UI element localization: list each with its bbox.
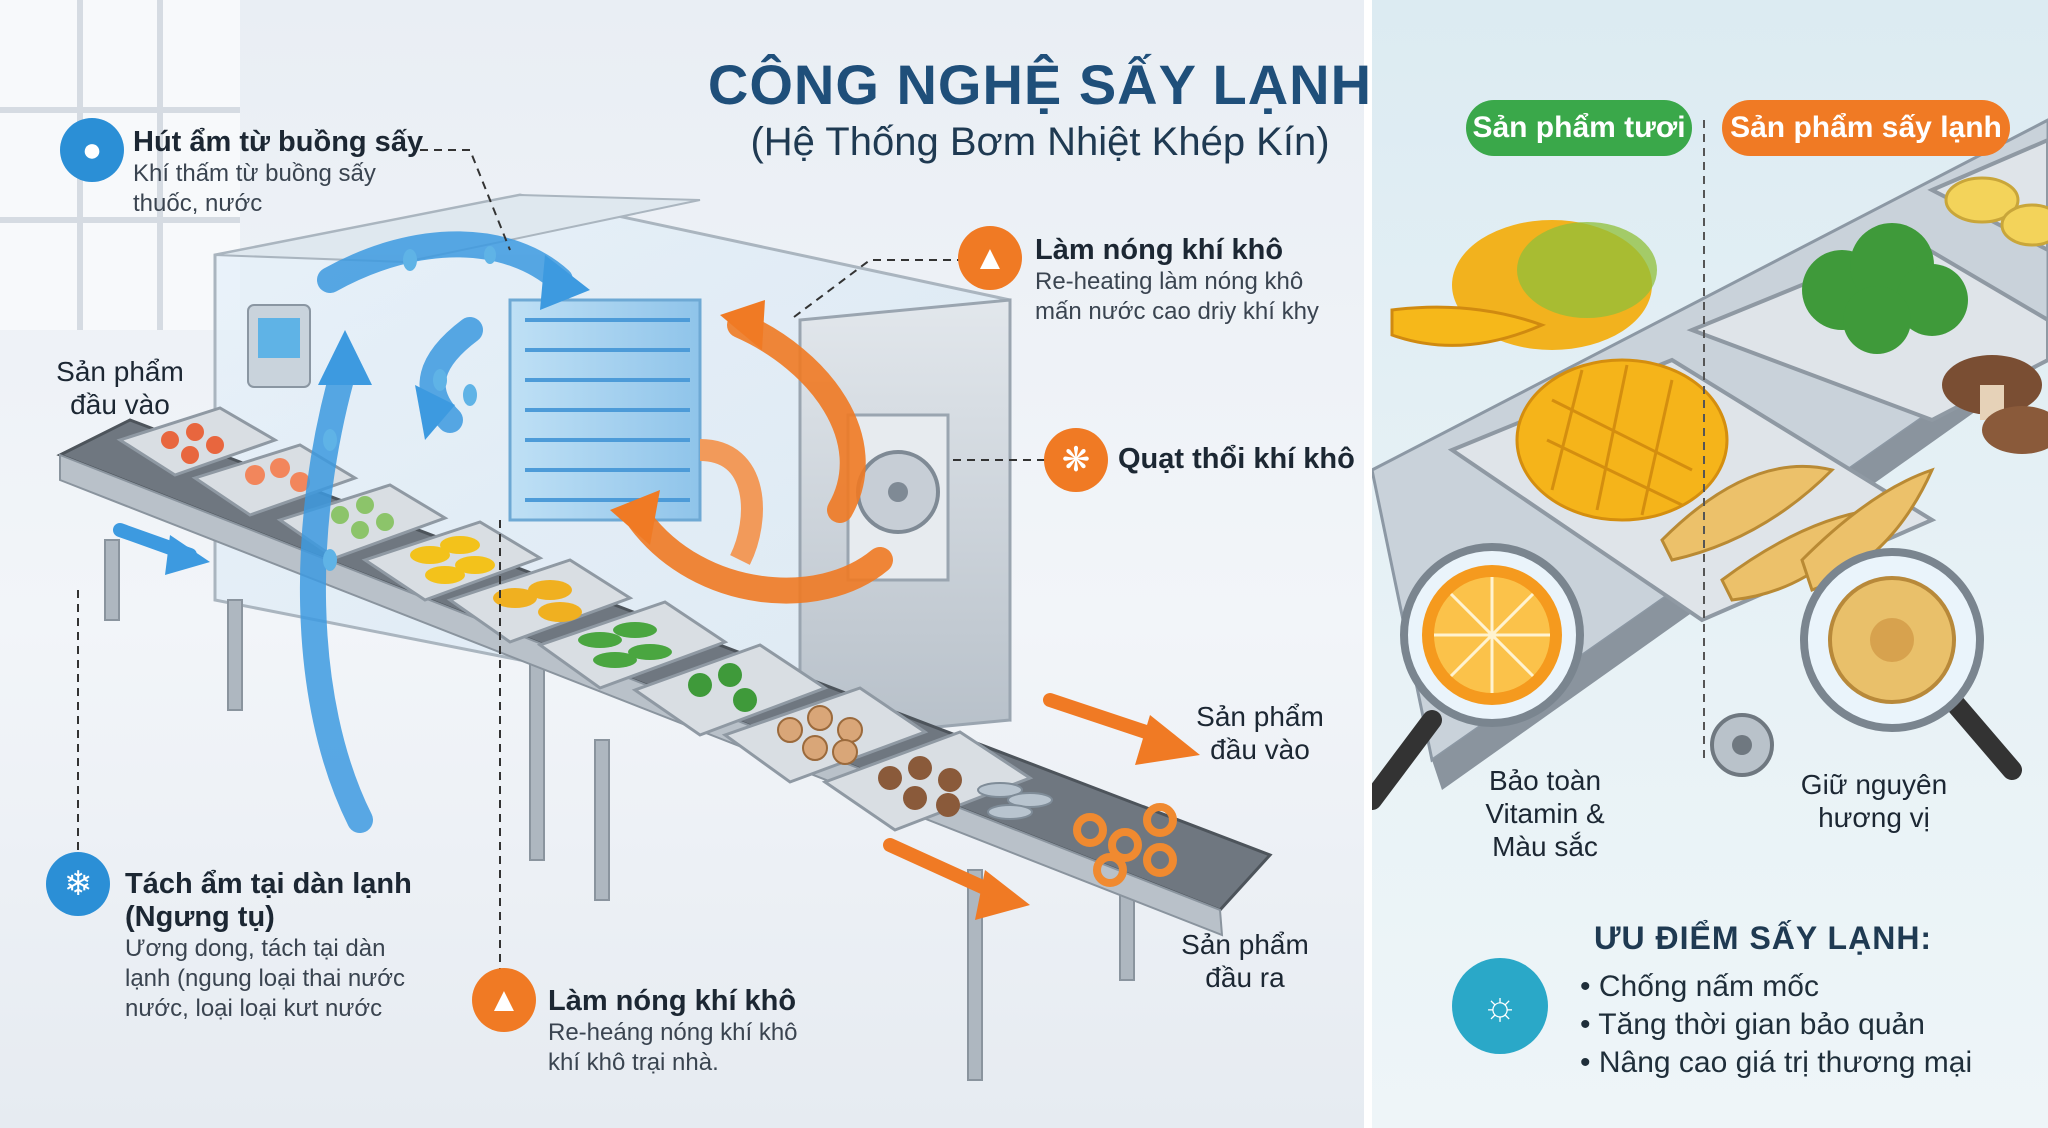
fan-icon: ❋ — [1044, 428, 1108, 492]
callout-reheat-top: Làm nóng khí khô Re-heating làm nóng khô… — [1035, 234, 1319, 327]
label-line: Vitamin & — [1485, 798, 1605, 829]
advantage-item: Tăng thời gian bảo quản — [1580, 1006, 1972, 1044]
panel-divider — [1364, 0, 1372, 1128]
hot-air-flow — [627, 312, 893, 604]
page-subtitle: (Hệ Thống Bơm Nhiệt Khép Kín) — [750, 120, 1330, 164]
callout-heading: Tách ẩm tại dàn lạnh — [125, 868, 412, 900]
label-input-right: Sản phẩm đầu vào — [1180, 700, 1340, 766]
callout-line: mấn nước cao driy khí khy — [1035, 298, 1319, 325]
callout-heading: Làm nóng khí khô — [548, 985, 797, 1017]
pill-dried: Sản phẩm sấy lạnh — [1722, 100, 2010, 156]
product-illustration — [1372, 118, 2048, 810]
callout-fan: Quạt thổi khí khô — [1118, 443, 1355, 476]
advantages-title: ƯU ĐIỂM SẤY LẠNH: — [1594, 920, 1933, 956]
label-line: đầu vào — [1210, 734, 1310, 765]
callout-heading: Hút ẩm từ buồng sấy — [133, 126, 424, 158]
water-drop-icon: ● — [60, 118, 124, 182]
advantage-item: Chống nấm mốc — [1580, 968, 1972, 1006]
mushrooms — [1942, 355, 2048, 454]
callout-heading-sub: (Ngưng tụ) — [125, 901, 275, 933]
banana-slices — [1944, 176, 2048, 247]
snowflake-icon: ❄ — [46, 852, 110, 916]
label-line: Giữ nguyên — [1800, 769, 1948, 800]
callout-heading: Quạt thổi khí khô — [1118, 443, 1355, 475]
magnifier-dried — [1800, 548, 2022, 780]
cubed-mango — [1515, 358, 1729, 522]
label-input-left: Sản phẩm đầu vào — [40, 355, 200, 421]
callout-line: Khí thấm từ buồng sấy — [133, 160, 376, 187]
callout-line: Re-heating làm nóng khô — [1035, 268, 1304, 295]
callout-dehumidify: Hút ẩm từ buồng sấy Khí thấm từ buồng sấ… — [133, 126, 423, 219]
flame-icon: ▲ — [958, 226, 1022, 290]
cold-flow-arrowheads — [318, 255, 590, 440]
label-vitamin: Bảo toàn Vitamin & Màu sắc — [1460, 764, 1630, 863]
leader-lines — [77, 149, 1045, 985]
callout-line: thuốc, nước — [133, 190, 263, 217]
flame-icon: ▲ — [472, 968, 536, 1032]
callout-reheat-bottom: Làm nóng khí khô Re-heáng nóng khí khô k… — [548, 985, 798, 1078]
machine-illustration — [0, 0, 1273, 1081]
label-line: Sản phẩm — [1196, 701, 1324, 732]
label-line: Sản phẩm — [56, 356, 184, 387]
label-flavor: Giữ nguyên hương vị — [1784, 768, 1964, 834]
water-drops — [323, 246, 496, 571]
label-line: Bảo toàn — [1488, 765, 1602, 796]
label-line: hương vị — [1818, 802, 1930, 833]
label-line: đầu vào — [70, 389, 170, 420]
label-line: Màu sắc — [1492, 831, 1598, 862]
advantages-list: Chống nấm mốc Tăng thời gian bảo quản Nâ… — [1580, 968, 1972, 1082]
fresh-mango — [1390, 220, 1657, 350]
callout-line: nước, loại loại kưt nước — [125, 995, 383, 1022]
callout-line: lạnh (ngung loại thai nước — [125, 965, 405, 992]
shield-icon: ☼ — [1452, 958, 1548, 1054]
dried-strips — [1660, 464, 1935, 602]
food-items — [161, 423, 1177, 887]
magnifier-orange — [1372, 543, 1584, 810]
callout-line: Re-heáng nóng khí khô — [548, 1019, 798, 1046]
pill-fresh: Sản phẩm tươi — [1466, 100, 1692, 156]
page-title: CÔNG NGHỆ SẤY LẠNH — [707, 53, 1373, 116]
label-line: đầu ra — [1205, 962, 1285, 993]
label-output: Sản phẩm đầu ra — [1165, 928, 1325, 994]
fresh-herbs — [1802, 223, 1968, 354]
label-line: Sản phẩm — [1181, 929, 1309, 960]
callout-line: khí khô trại nhà. — [548, 1049, 719, 1076]
callout-line: Ương dong, tách tại dàn — [125, 935, 386, 962]
callout-condense: Tách ẩm tại dàn lạnh (Ngưng tụ) Ương don… — [125, 868, 455, 1024]
advantage-item: Nâng cao giá trị thương mại — [1580, 1044, 1972, 1082]
callout-heading: Làm nóng khí khô — [1035, 234, 1284, 266]
